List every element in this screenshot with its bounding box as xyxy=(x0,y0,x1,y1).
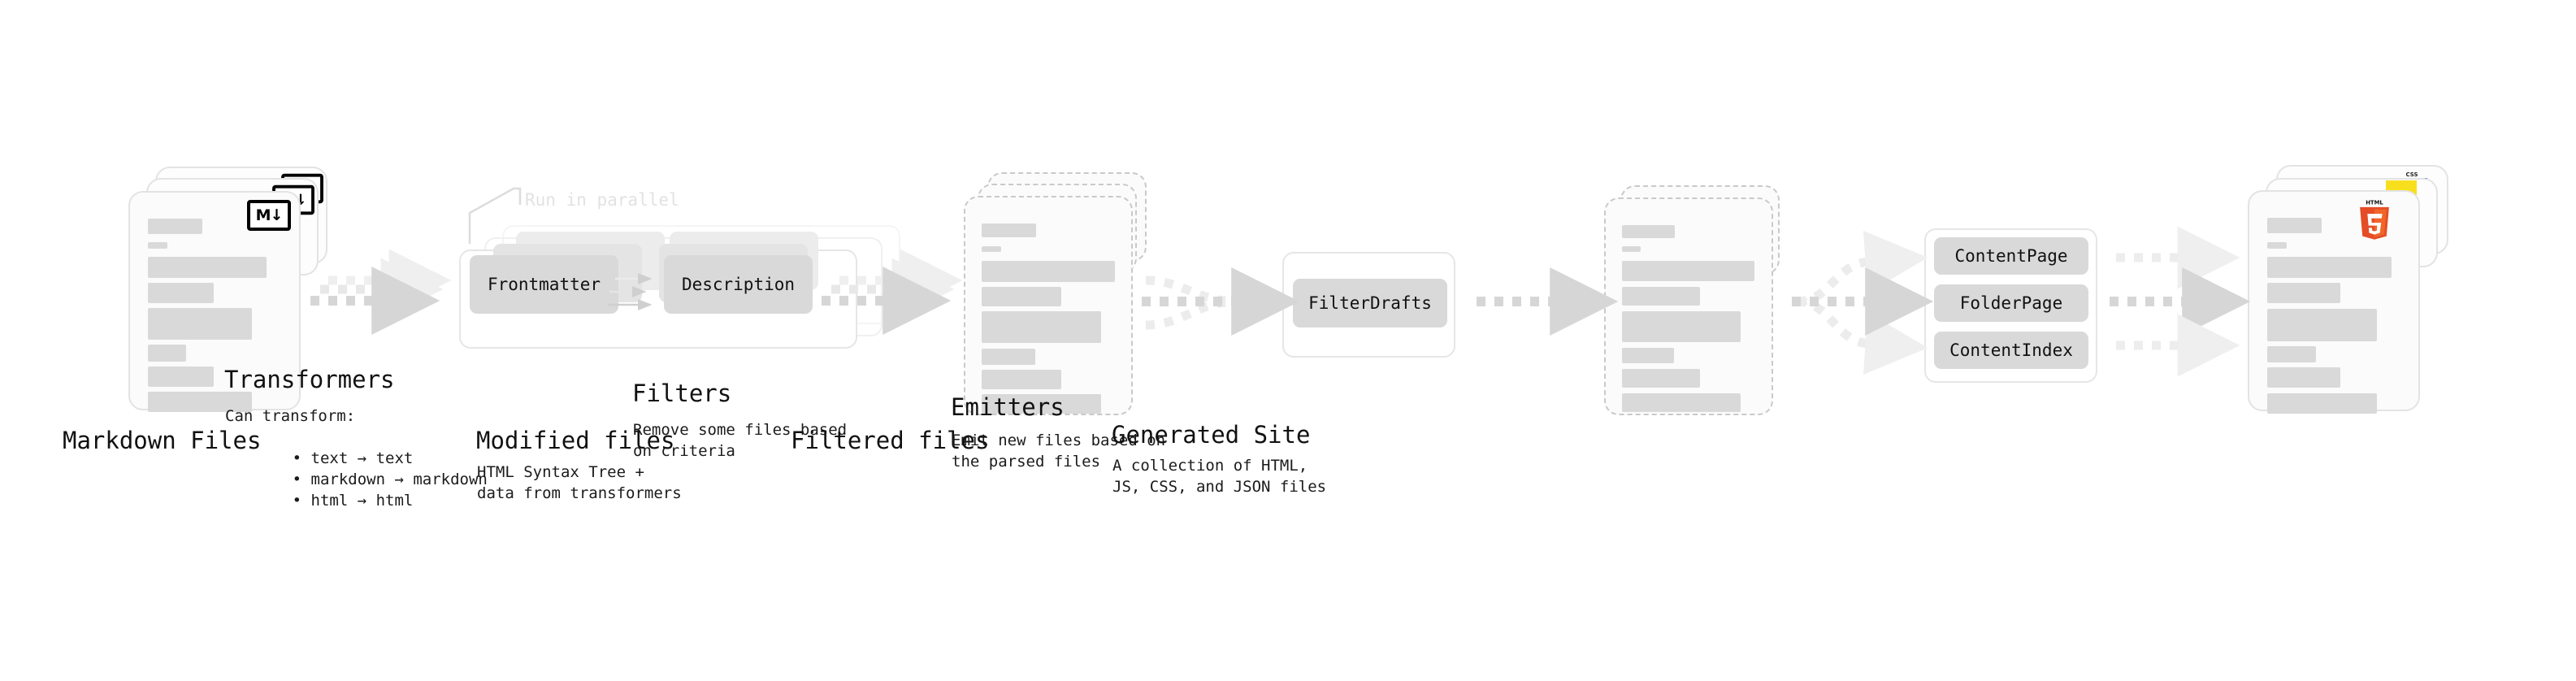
connector-emitters-to-site xyxy=(2110,226,2251,377)
skeleton-line xyxy=(148,242,167,249)
skeleton-line xyxy=(148,367,214,387)
skeleton-line xyxy=(2267,257,2392,278)
bullet-text: html → html xyxy=(310,492,414,510)
connector-modified-to-filters xyxy=(1142,267,1300,336)
stage-title-generated-site: Generated Site xyxy=(1112,421,1311,449)
transformers-annotation: Run in parallel xyxy=(525,190,679,210)
stage-title-transformers-main: Transformers xyxy=(224,366,395,393)
skeleton-line xyxy=(148,283,214,303)
bullet-glyph: • xyxy=(292,449,311,467)
generated-site-subtitle: A collection of HTML, JS, CSS, and JSON … xyxy=(1112,457,1327,496)
skeleton-line xyxy=(982,394,1101,414)
emitter-pill-contentindex[interactable]: ContentIndex xyxy=(1934,332,2088,369)
skeleton-line xyxy=(982,223,1036,237)
skeleton-line xyxy=(1622,287,1700,306)
skeleton-line xyxy=(982,311,1101,343)
stage-title-emitters: Emitters xyxy=(951,393,1065,421)
stage-title-modified-files: Modified files xyxy=(476,427,675,454)
bullet-glyph: • xyxy=(292,492,311,510)
skeleton-line xyxy=(148,257,267,278)
modified-file-card-front xyxy=(964,196,1133,415)
skeleton-line xyxy=(1622,225,1675,238)
skeleton-line xyxy=(148,308,252,340)
filtered-file-card-front xyxy=(1604,197,1773,415)
connector-markdown-to-transformers xyxy=(310,249,452,335)
skeleton-line xyxy=(2267,218,2322,233)
markdown-badge: M↓ xyxy=(247,200,291,231)
skeleton-line xyxy=(982,370,1061,389)
skeleton-line xyxy=(982,261,1115,282)
skeleton-line xyxy=(2267,309,2377,341)
emitter-pill-contentpage[interactable]: ContentPage xyxy=(1934,237,2088,275)
transformer-pill-frontmatter[interactable]: Frontmatter xyxy=(470,255,618,314)
skeleton-line xyxy=(148,392,252,412)
skeleton-line xyxy=(1622,348,1674,363)
transformers-bullet-1: • markdown → markdown xyxy=(236,448,488,511)
stage-title-filters: Filters xyxy=(632,380,732,407)
modified-files-subtitle: HTML Syntax Tree + data from transformer… xyxy=(477,463,682,502)
skeleton-line xyxy=(982,287,1061,306)
skeleton-line xyxy=(148,345,186,362)
transformers-bullet-2: • html → html xyxy=(236,469,414,532)
css-badge-label: CSS xyxy=(2405,171,2418,178)
transformer-pill-description[interactable]: Description xyxy=(664,255,813,314)
skeleton-line xyxy=(1622,369,1700,388)
emitter-pill-folderpage[interactable]: FolderPage xyxy=(1934,284,2088,322)
skeleton-line xyxy=(2267,346,2316,362)
skeleton-line xyxy=(2267,367,2340,388)
skeleton-line xyxy=(2267,393,2377,414)
bullet-text: markdown → markdown xyxy=(310,471,488,488)
skeleton-line xyxy=(2267,283,2340,303)
skeleton-line xyxy=(1622,311,1741,342)
transformers-bullet-0: • text → text xyxy=(236,427,414,490)
generated-file-card-front xyxy=(2248,190,2420,414)
filter-pill-filterdrafts[interactable]: FilterDrafts xyxy=(1293,279,1447,327)
skeleton-line xyxy=(982,246,1001,252)
filters-subtitle: Remove some files based on criteria xyxy=(633,421,848,460)
skeleton-line xyxy=(2267,242,2287,249)
transformers-subtitle: Can transform: xyxy=(225,407,356,425)
skeleton-line xyxy=(982,349,1035,365)
skeleton-line xyxy=(1622,261,1754,281)
bullet-glyph: • xyxy=(292,471,311,488)
connector-filtered-to-emitters xyxy=(1792,230,1934,375)
stage-title-filtered-files: Filtered files xyxy=(791,427,990,454)
bullet-text: text → text xyxy=(310,449,414,467)
skeleton-line xyxy=(1622,246,1641,252)
html5-badge: HTML xyxy=(2357,198,2392,241)
skeleton-line xyxy=(1622,393,1741,412)
stage-title-markdown-files: Markdown Files xyxy=(63,427,262,454)
skeleton-line xyxy=(148,219,202,234)
svg-text:HTML: HTML xyxy=(2366,199,2383,206)
emitters-subtitle: Emit new files based on the parsed files xyxy=(952,432,1166,471)
